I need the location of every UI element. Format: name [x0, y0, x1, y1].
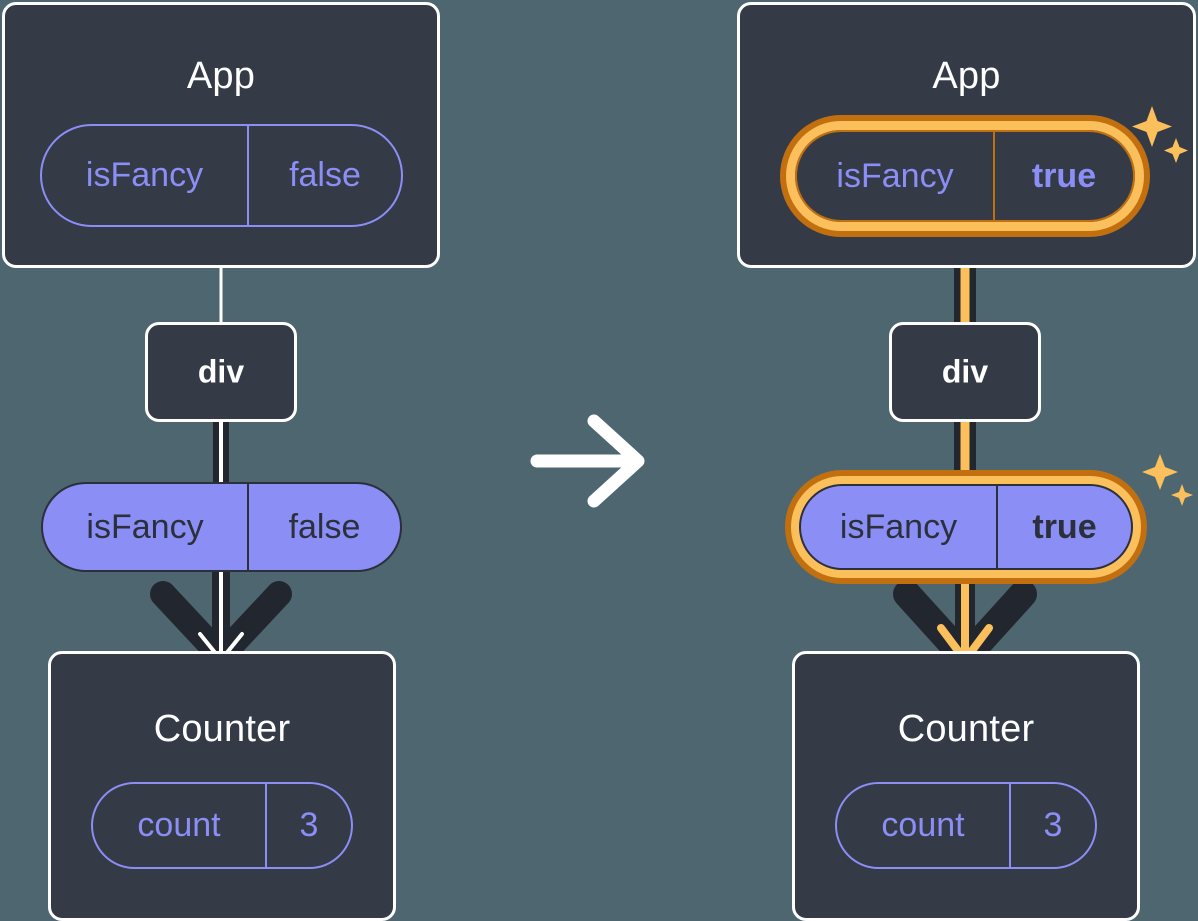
counter-panel-title: Counter	[153, 708, 291, 750]
prop-pill-after[interactable]: isFancy true	[799, 484, 1133, 570]
prop-pill-value: false	[247, 484, 400, 570]
counter-state-pill-value: 3	[265, 784, 351, 867]
div-panel-before: div	[145, 322, 297, 422]
arrow-pill-to-counter-left	[150, 568, 292, 669]
counter-state-pill-value-after: 3	[1009, 784, 1095, 867]
counter-state-pill-name: count	[137, 806, 221, 844]
counter-state-pill-before[interactable]: count 3	[91, 782, 353, 869]
div-panel-label-after: div	[941, 353, 989, 390]
prop-pill-name: isFancy	[86, 507, 204, 546]
sparkle-icon-app	[1132, 106, 1188, 163]
counter-state-pill-name-after: count	[881, 806, 965, 844]
app-state-pill-value: false	[247, 126, 401, 225]
arrow-right-icon	[530, 414, 645, 508]
app-state-pill-value-after: true	[993, 132, 1133, 220]
app-panel-title: App	[186, 55, 256, 97]
app-state-pill-before[interactable]: isFancy false	[40, 124, 403, 227]
app-state-pill-after[interactable]: isFancy true	[795, 130, 1135, 222]
prop-pill-value-after: true	[996, 486, 1131, 568]
app-panel-title-after: App	[932, 55, 1001, 97]
counter-panel-title-after: Counter	[897, 708, 1035, 750]
div-panel-after: div	[889, 322, 1041, 422]
counter-state-pill-after[interactable]: count 3	[835, 782, 1097, 869]
app-state-pill-name: isFancy	[85, 156, 204, 194]
div-panel-label: div	[197, 353, 245, 390]
prop-pill-before[interactable]: isFancy false	[41, 482, 402, 572]
counter-panel-before: Counter	[48, 651, 396, 921]
prop-pill-name-after: isFancy	[839, 507, 958, 546]
app-state-pill-name-after: isFancy	[836, 156, 954, 195]
sparkle-icon-prop	[1142, 454, 1193, 506]
